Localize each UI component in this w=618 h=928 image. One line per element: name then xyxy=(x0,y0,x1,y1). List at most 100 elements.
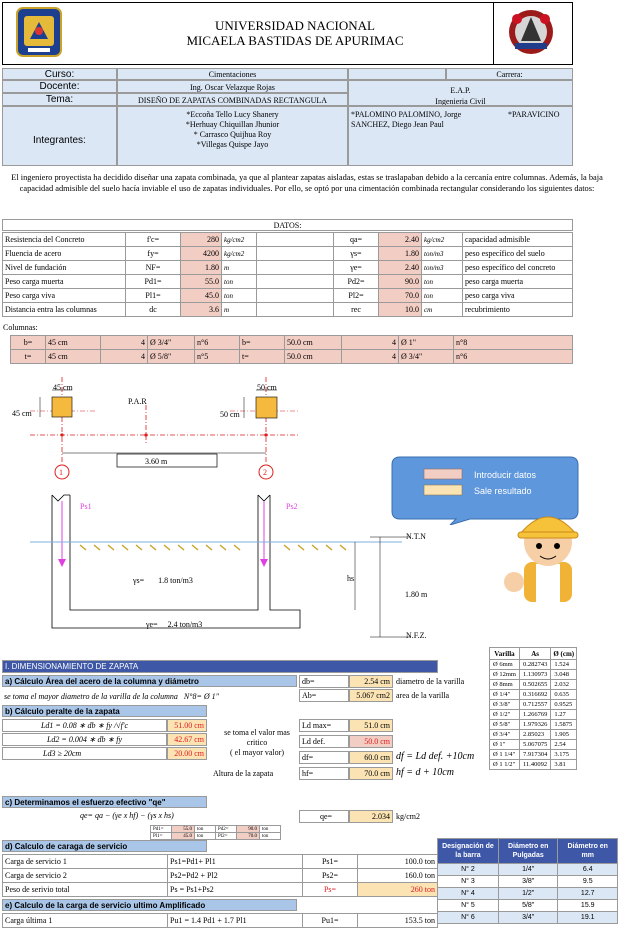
service-value: 100.0 ton xyxy=(357,854,438,869)
datos-input-value[interactable]: 280 xyxy=(180,232,222,247)
datos-input-value[interactable]: 3.6 xyxy=(180,302,222,317)
hf-label: hf= xyxy=(299,767,349,780)
col2-bars[interactable]: 4 xyxy=(341,335,399,350)
datos-input-value[interactable]: 55.0 xyxy=(180,274,222,289)
lddef-label: Ld def. xyxy=(299,735,349,748)
par-label: P.A.R xyxy=(128,397,147,406)
ultimate-value: 153.5 ton xyxy=(357,913,438,928)
datos-input-value[interactable]: 1.80 xyxy=(180,260,222,275)
ntn-label: N.T.N xyxy=(406,532,426,541)
ld1-formula: Ld1 = 0.08 ∗ db ∗ fy /√f'c xyxy=(2,719,167,732)
member-5: *PALOMINO PALOMINO, Jorge xyxy=(351,110,462,119)
datos-input-value-right[interactable]: 1.80 xyxy=(378,246,422,261)
col1-symbol: b= xyxy=(10,335,46,350)
datos-input-value[interactable]: 45.0 xyxy=(180,288,222,303)
column-1-square xyxy=(51,396,73,418)
datos-input-value-right[interactable]: 2.40 xyxy=(378,232,422,247)
engineer-mascot-icon xyxy=(504,516,579,602)
barra-cell: N° 5 xyxy=(437,899,499,912)
legend-output-label: Sale resultado xyxy=(474,486,532,496)
varilla-cell: 1.130973 xyxy=(518,669,552,680)
barra-cell: 12.7 xyxy=(557,887,618,900)
varilla-cell: 0.502655 xyxy=(518,679,552,690)
varilla-cell: Ø 5/8" xyxy=(489,719,520,730)
col2-diam[interactable]: Ø 1" xyxy=(398,335,454,350)
member-4: *Villegas Quispe Jayo xyxy=(196,140,269,149)
carrera-label: Carrera: xyxy=(446,68,573,80)
datos-symbol: dc xyxy=(125,302,181,317)
ld2-value: 42.67 cm xyxy=(167,733,207,746)
service-symbol: Ps1= xyxy=(302,854,358,869)
col2-bars[interactable]: 4 xyxy=(341,349,399,364)
varilla-cell: Ø 8mm xyxy=(489,679,520,690)
lddef-value[interactable]: 50.0 cm xyxy=(349,735,393,748)
col1-bars[interactable]: 4 xyxy=(100,349,148,364)
col1-width: 45 cm xyxy=(53,383,73,392)
col2-no: n°6 xyxy=(453,349,573,364)
col2-dim[interactable]: 50.0 cm xyxy=(284,335,342,350)
datos-description: peso carga muerta xyxy=(462,274,573,289)
varilla-header-cell: Varilla xyxy=(489,647,520,660)
mini-cell: Pl2= xyxy=(215,832,237,840)
member-7: *PARAVICINO xyxy=(508,110,560,119)
datos-description: peso carga viva xyxy=(462,288,573,303)
service-symbol: Ps2= xyxy=(302,868,358,883)
varilla-cell: 3.81 xyxy=(550,759,578,770)
datos-input-value-right[interactable]: 10.0 xyxy=(378,302,422,317)
datos-input-value-right[interactable]: 2.40 xyxy=(378,260,422,275)
datos-input-value-right[interactable]: 70.0 xyxy=(378,288,422,303)
section-c-title: c) Determinamos el esfuerzo efectivo "qe… xyxy=(2,796,207,808)
varilla-cell: 0.635 xyxy=(550,689,578,700)
varilla-cell: Ø 1/2" xyxy=(489,709,520,720)
datos-title: DATOS: xyxy=(2,219,573,231)
barra-header-cell: Diámetro en mm xyxy=(557,838,618,864)
ultimate-symbol: Pu1= xyxy=(302,913,358,928)
col1-dim[interactable]: 45 cm xyxy=(45,349,101,364)
col2-dim[interactable]: 50.0 cm xyxy=(284,349,342,364)
varilla-cell: 1.27 xyxy=(550,709,578,720)
df-value: 60.0 cm xyxy=(349,751,393,764)
service-label: Carga de servicio 1 xyxy=(2,854,168,869)
col2-height: 50 cm xyxy=(220,410,240,419)
varilla-cell: 2.85023 xyxy=(518,729,552,740)
col1-bars[interactable]: 4 xyxy=(100,335,148,350)
datos-input-value-right[interactable]: 90.0 xyxy=(378,274,422,289)
col1-diam[interactable]: Ø 5/8" xyxy=(147,349,195,364)
engineering-emblem-logo xyxy=(503,5,559,59)
section-b-title: b) Cálculo peralte de la zapata xyxy=(2,705,207,717)
datos-unit: ton xyxy=(221,288,257,303)
ultimate-formula: Pu1 = 1.4 Pd1 + 1.7 Pl1 xyxy=(167,913,303,928)
db-value: 2.54 cm xyxy=(349,675,393,688)
varilla-cell: 0.9525 xyxy=(550,699,578,710)
col2-diam[interactable]: Ø 3/4" xyxy=(398,349,454,364)
col1-diam[interactable]: Ø 3/4" xyxy=(147,335,195,350)
varilla-cell: Ø 1/4" xyxy=(489,689,520,700)
service-symbol: Ps= xyxy=(302,882,358,897)
datos-symbol-right: γs= xyxy=(333,246,379,261)
service-formula: Ps1=Pd1+ Pl1 xyxy=(167,854,303,869)
datos-spacer xyxy=(256,232,334,247)
member-3: * Carrasco Quijhua Roy xyxy=(193,130,272,139)
section-a-note: se toma el mayor diametro de la varilla … xyxy=(4,692,219,701)
varilla-cell: Ø 1 1/2" xyxy=(489,759,520,770)
varilla-cell: 1.266769 xyxy=(518,709,552,720)
varilla-cell: Ø 1 1/4" xyxy=(489,749,520,760)
col2-symbol: b= xyxy=(239,335,285,350)
col1-dim[interactable]: 45 cm xyxy=(45,335,101,350)
curso-spacer xyxy=(348,68,446,80)
ab-desc: area de la varilla xyxy=(396,691,450,700)
varilla-cell: 2.032 xyxy=(550,679,578,690)
datos-input-value[interactable]: 4200 xyxy=(180,246,222,261)
